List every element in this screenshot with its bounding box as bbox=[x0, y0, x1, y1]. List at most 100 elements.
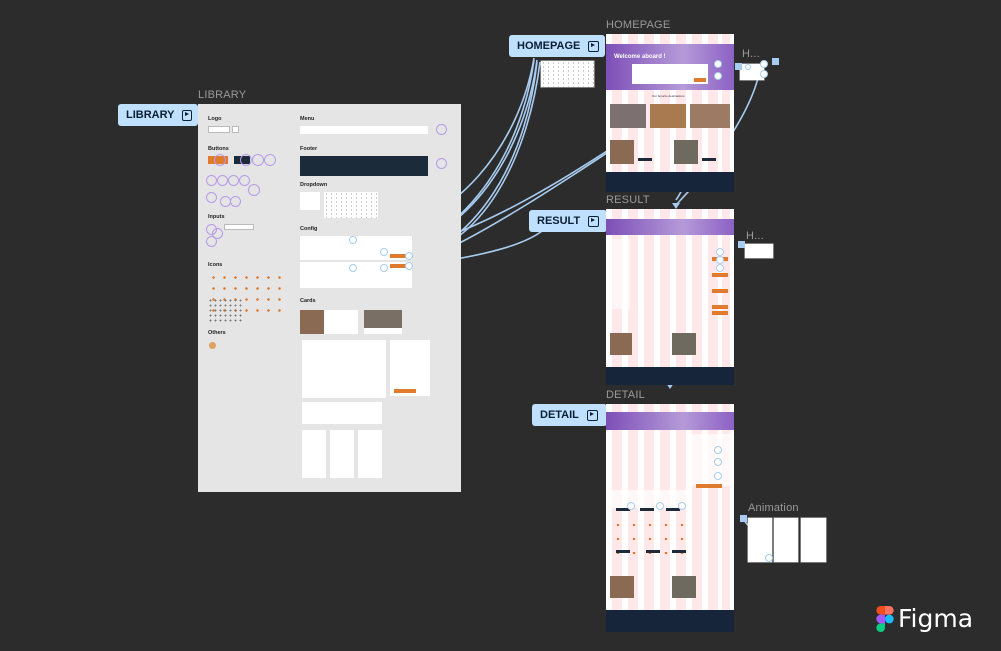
fare-card[interactable] bbox=[302, 430, 326, 478]
connection-point[interactable] bbox=[405, 252, 413, 260]
footer bbox=[606, 172, 734, 192]
connection-point[interactable] bbox=[765, 554, 773, 562]
flow-chip-detail[interactable]: DETAIL bbox=[532, 404, 607, 426]
variant-handle[interactable] bbox=[206, 175, 217, 186]
variant-handle[interactable] bbox=[252, 154, 264, 166]
connection-point[interactable] bbox=[405, 262, 413, 270]
flow-chip-result[interactable]: RESULT bbox=[529, 210, 607, 232]
connection-point[interactable] bbox=[627, 502, 635, 510]
baggage-button[interactable] bbox=[646, 550, 660, 553]
connection-point[interactable] bbox=[714, 458, 722, 466]
fare-card[interactable] bbox=[330, 430, 354, 478]
flight-card-list[interactable] bbox=[302, 340, 386, 398]
result-select-button[interactable] bbox=[712, 289, 728, 293]
variant-handle[interactable] bbox=[436, 124, 447, 135]
calendar-overlay[interactable] bbox=[541, 61, 594, 87]
variant-handle[interactable] bbox=[264, 154, 276, 166]
frame-title-homepage[interactable]: HOMEPAGE bbox=[606, 19, 671, 31]
variant-handle[interactable] bbox=[214, 154, 226, 166]
flow-chip-homepage[interactable]: HOMEPAGE bbox=[509, 35, 605, 57]
filter-panel[interactable] bbox=[610, 239, 630, 309]
flow-chip-library[interactable]: LIBRARY bbox=[118, 104, 198, 126]
connection-point[interactable] bbox=[714, 60, 722, 68]
connection-point[interactable] bbox=[678, 502, 686, 510]
play-icon[interactable] bbox=[588, 215, 600, 227]
fare-select-button[interactable] bbox=[640, 508, 654, 511]
result-select-button[interactable] bbox=[712, 311, 728, 315]
search-card[interactable] bbox=[632, 64, 708, 84]
variant-handle[interactable] bbox=[228, 175, 239, 186]
variant-handle[interactable] bbox=[212, 228, 223, 239]
dropdown-sample[interactable] bbox=[300, 192, 320, 210]
library-frame[interactable]: Logo Buttons Inputs Icons Others Menu Fo… bbox=[198, 104, 461, 492]
connection-point[interactable] bbox=[380, 264, 388, 272]
continue-button[interactable] bbox=[696, 484, 722, 488]
section-buttons: Buttons bbox=[208, 146, 229, 152]
play-icon[interactable] bbox=[586, 409, 598, 421]
baggage-card[interactable] bbox=[302, 402, 382, 424]
play-icon[interactable] bbox=[588, 40, 599, 52]
connection-point[interactable] bbox=[760, 60, 768, 68]
variant-handle[interactable] bbox=[239, 175, 250, 186]
connection-point[interactable] bbox=[349, 236, 357, 244]
frame-title-animation[interactable]: Animation bbox=[748, 502, 799, 514]
footer-sample[interactable] bbox=[300, 156, 428, 176]
animation-card[interactable] bbox=[801, 518, 826, 562]
fare-select-button[interactable] bbox=[616, 508, 630, 511]
connection-point[interactable] bbox=[745, 64, 751, 70]
detail-frame[interactable] bbox=[606, 404, 734, 632]
section-menu: Menu bbox=[300, 116, 315, 122]
flight-summary-card[interactable] bbox=[390, 340, 430, 396]
connection-point[interactable] bbox=[716, 248, 724, 256]
baggage-button[interactable] bbox=[616, 550, 630, 553]
connection-point[interactable] bbox=[716, 256, 724, 264]
frame-title-result[interactable]: RESULT bbox=[606, 194, 650, 206]
variant-handle[interactable] bbox=[206, 236, 217, 247]
card-image bbox=[364, 310, 402, 328]
connection-point[interactable] bbox=[380, 248, 388, 256]
play-icon[interactable] bbox=[182, 109, 192, 121]
destination-image bbox=[610, 104, 646, 128]
result-select-button[interactable] bbox=[712, 273, 728, 277]
card-button[interactable] bbox=[702, 158, 716, 161]
variant-handle[interactable] bbox=[217, 175, 228, 186]
baggage-button[interactable] bbox=[672, 550, 686, 553]
summary-button[interactable] bbox=[394, 389, 416, 393]
result-select-button[interactable] bbox=[712, 305, 728, 309]
config-button[interactable] bbox=[390, 254, 410, 258]
variant-handle[interactable] bbox=[248, 184, 260, 196]
section-dropdown: Dropdown bbox=[300, 182, 328, 188]
h2-frame[interactable] bbox=[745, 244, 773, 258]
connection-point[interactable] bbox=[349, 264, 357, 272]
section-title: Our favorite destinations bbox=[652, 94, 685, 98]
homepage-frame[interactable]: Welcome aboard ! Our favorite destinatio… bbox=[606, 34, 734, 192]
frame-title-h2[interactable]: H... bbox=[746, 230, 764, 242]
calendar-sample[interactable] bbox=[324, 192, 378, 218]
animation-card[interactable] bbox=[774, 518, 798, 562]
input-sample[interactable] bbox=[224, 224, 254, 230]
fare-select-button[interactable] bbox=[666, 508, 680, 511]
frame-title-h1[interactable]: H... bbox=[742, 48, 760, 60]
card-button[interactable] bbox=[638, 158, 652, 161]
fare-card[interactable] bbox=[358, 430, 382, 478]
price-summary[interactable] bbox=[692, 434, 730, 486]
frame-title-library[interactable]: LIBRARY bbox=[198, 89, 247, 101]
connection-point[interactable] bbox=[714, 72, 722, 80]
connection-point[interactable] bbox=[656, 502, 664, 510]
frame-title-detail[interactable]: DETAIL bbox=[606, 389, 645, 401]
result-frame[interactable] bbox=[606, 209, 734, 385]
logo-sample-alt[interactable] bbox=[232, 126, 239, 133]
variant-handle[interactable] bbox=[230, 196, 241, 207]
connection-point[interactable] bbox=[714, 446, 722, 454]
variant-handle[interactable] bbox=[240, 154, 252, 166]
fare-options[interactable] bbox=[610, 490, 686, 508]
logo-sample[interactable] bbox=[208, 126, 230, 133]
search-button[interactable] bbox=[694, 78, 706, 82]
menu-sample[interactable] bbox=[300, 126, 428, 134]
connection-point[interactable] bbox=[760, 70, 768, 78]
variant-handle[interactable] bbox=[436, 158, 447, 169]
config-button[interactable] bbox=[390, 264, 410, 268]
connection-point[interactable] bbox=[716, 264, 724, 272]
connection-point[interactable] bbox=[714, 472, 722, 480]
variant-handle[interactable] bbox=[206, 192, 217, 203]
